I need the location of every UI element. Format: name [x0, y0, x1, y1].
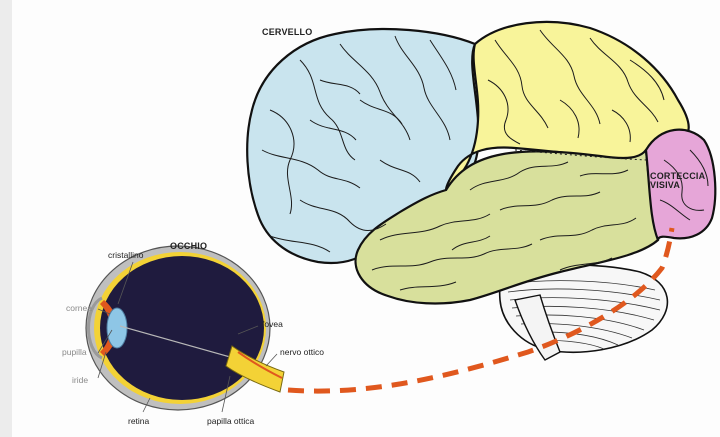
- optic-disc-label: papilla ottica: [207, 417, 254, 426]
- eye: [86, 246, 284, 412]
- fovea-label: fovea: [262, 320, 283, 329]
- lens-label: cristallino: [108, 251, 143, 260]
- optic-nerve-label: nervo ottico: [280, 348, 324, 357]
- brain: [247, 22, 715, 360]
- visual-cortex-label: CORTECCIA VISIVA: [650, 172, 705, 190]
- page-edge: [0, 0, 12, 437]
- cornea-label: cornea: [66, 304, 92, 313]
- iris-label: iride: [72, 376, 88, 385]
- eye-title: OCCHIO: [170, 242, 207, 251]
- visual-cortex-label-line2: VISIVA: [650, 181, 705, 190]
- retina-label: retina: [128, 417, 149, 426]
- brain-title: CERVELLO: [262, 28, 312, 37]
- pupil-label: pupilla: [62, 348, 87, 357]
